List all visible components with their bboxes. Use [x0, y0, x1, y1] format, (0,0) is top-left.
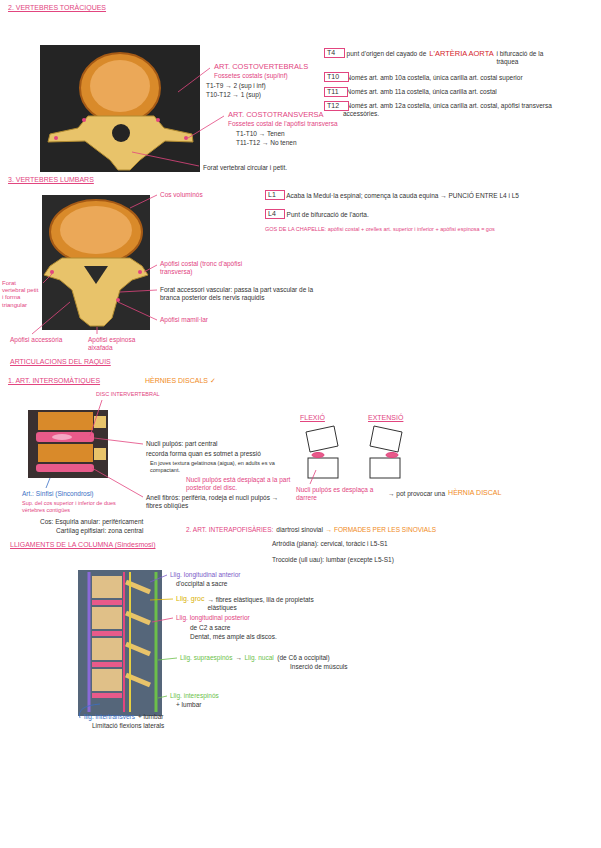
section-heading: LLIGAMENTS DE LA COLUMNA (Sindesmosi) — [10, 541, 156, 549]
note-text: En joves textura gelatinosa (aigua), en … — [150, 460, 275, 473]
note-text: Forat vertebral circular i petit. — [203, 164, 287, 172]
note-text: recorda forma quan es sotmet a pressió — [146, 450, 276, 458]
note-text: : Només art. amb 12a costella, única car… — [343, 102, 588, 118]
leader-line — [150, 575, 167, 582]
leader-line — [158, 696, 167, 698]
note-text: DISC INTERVERTEBRAL — [96, 391, 160, 398]
note-text: : Només art. amb 10a costella, única car… — [343, 74, 588, 82]
note-text: → pot provocar una — [388, 490, 445, 498]
note-text: T1-T10 → Tenen — [236, 130, 285, 138]
ligament-illustration — [78, 570, 162, 716]
note-text: : Punt de bifurcació de l'aorta. — [283, 211, 369, 219]
note-text: Llig. supraespinós — [180, 654, 232, 662]
note-text: Apòfisi accessòria — [10, 336, 62, 344]
box-label: T11 — [327, 88, 339, 95]
box-label: T12 — [327, 102, 339, 109]
note-text: Apòfisi espinosa aixafada — [88, 336, 150, 352]
vertebra-box: L4 — [265, 209, 285, 219]
note-text: i bifurcació de la tràquea — [496, 50, 566, 66]
note-text: Inserció de músculs — [290, 663, 347, 671]
section-heading: 3. VERTEBRES LUMBARS — [8, 176, 94, 184]
vertebra-box: T10 — [324, 72, 349, 82]
box-label: T10 — [327, 73, 339, 80]
note-text: Fossetes costal de l'apòfisi transversa — [228, 120, 338, 128]
note-text: + lumbar — [176, 701, 201, 709]
section-heading: 1. ART. INTERSOMÀTIQUES — [8, 377, 100, 385]
box-label: L1 — [268, 191, 276, 198]
note-text: : Acaba la Medul·la espinal; comença la … — [283, 192, 588, 200]
note-text: Llig. groc — [176, 595, 204, 603]
note-text: T10-T12 → 1 (sup) — [206, 91, 261, 99]
vertebra-box: T4 — [324, 48, 345, 58]
note-text: (de C6 a occipital) — [277, 654, 329, 662]
note-text: Apòfisi mamil·lar — [160, 316, 208, 324]
note-text: Llig. longitudinal anterior — [170, 571, 240, 579]
note-text: 2. ART. INTERAPOFISÀRIES: — [186, 526, 273, 534]
note-text: Nucli pulpós es desplaça a darrere — [296, 486, 378, 502]
note-text: Llig. interespinós — [170, 692, 219, 700]
note-text: Llig. longitudinal posterior — [176, 614, 250, 622]
note-text: L'ARTÈRIA AORTA — [429, 49, 493, 58]
note-text: Nucli pulpós: part central — [146, 440, 218, 448]
leader-line — [46, 478, 50, 488]
note-text: ART. COSTOVERTEBRALS — [214, 62, 308, 71]
note-text: T11-T12 → No tenen — [236, 139, 297, 147]
section-heading: FLEXIÓ — [300, 414, 325, 422]
note-text: Nucli pulpós està desplaçat a la part po… — [186, 476, 296, 492]
note-text: → — [235, 654, 242, 662]
note-text: Anell fibrós: perifèria, rodeja el nucli… — [146, 494, 281, 510]
box-label: L4 — [268, 210, 276, 217]
lumbar-vertebra — [42, 195, 150, 330]
note-text: → fibres elàstiques, lila de propietats … — [207, 596, 337, 612]
vertebra-box: L1 — [265, 190, 285, 200]
note-text: Llig. nucal — [245, 654, 274, 662]
leader-lines — [32, 68, 316, 622]
note-text: d'occipital a sacre — [176, 580, 227, 588]
note-text: + lumbar — [138, 713, 163, 721]
note-text: Forat accessori vascular: passa la part … — [160, 286, 330, 302]
section-heading: EXTENSIÓ — [368, 414, 403, 422]
note-text: ART. COSTOTRANSVERSA — [228, 110, 324, 119]
note-text: Cos voluminós — [160, 191, 203, 199]
note-text: Sup. del cos superior i inferior de dues… — [22, 500, 137, 513]
section-heading: ARTICULACIONS DEL RAQUIS — [10, 358, 111, 366]
note-text: Apòfisi costal (tronc d'apòfisi transver… — [160, 260, 260, 276]
note-text: HÈRNIA DISCAL — [448, 489, 501, 497]
note-text: de C2 a sacre — [190, 624, 230, 632]
note-text: Trocoide (ull uau): lumbar (excepte L5-S… — [272, 556, 394, 564]
note-text: GOS DE LA CHAPELLE: apòfisi costal + ore… — [265, 226, 590, 233]
flexion-sketch — [306, 426, 402, 478]
note-text: Cos: Esquirla anular: perifèricament — [40, 518, 143, 526]
leader-line — [158, 658, 177, 660]
note-text: Cartílag epifisiari: zona central — [56, 527, 143, 535]
note-text: Limitació flexions laterals — [92, 722, 164, 730]
note-text: diartrosi sinovial — [276, 526, 323, 534]
note-text: : Només art. amb 11a costella, única car… — [343, 88, 588, 96]
vertebra-box: T12 — [324, 101, 349, 111]
disc-illustration — [28, 410, 108, 478]
box-label: T4 — [327, 49, 335, 56]
note-text: Forat vertebral petit i forma triangular — [2, 280, 40, 309]
leader-line — [150, 599, 173, 600]
note-text: Fossetes costals (sup/inf) — [214, 72, 288, 80]
note-text: Dentat, més ample als discos. — [190, 633, 277, 641]
note-text: llig. intertransvers — [84, 713, 135, 721]
note-text: HÈRNIES DISCALS ✓ — [145, 377, 216, 385]
note-text: Artròdia (plana): cervical, toràcic i L5… — [272, 540, 388, 548]
note-text: T1-T9 → 2 (sup i inf) — [206, 82, 266, 90]
note-text: → FORMADES PER LES SINOVIALS — [326, 526, 437, 534]
vertebra-box: T11 — [324, 87, 348, 97]
thoracic-vertebra — [40, 45, 200, 172]
note-text: Art.: Sínfisi (Sincondrosi) — [22, 490, 94, 498]
section-heading: 2. VERTEBRES TORÀCIQUES — [8, 4, 106, 12]
note-text: : punt d'origen del cayado de — [343, 50, 426, 58]
